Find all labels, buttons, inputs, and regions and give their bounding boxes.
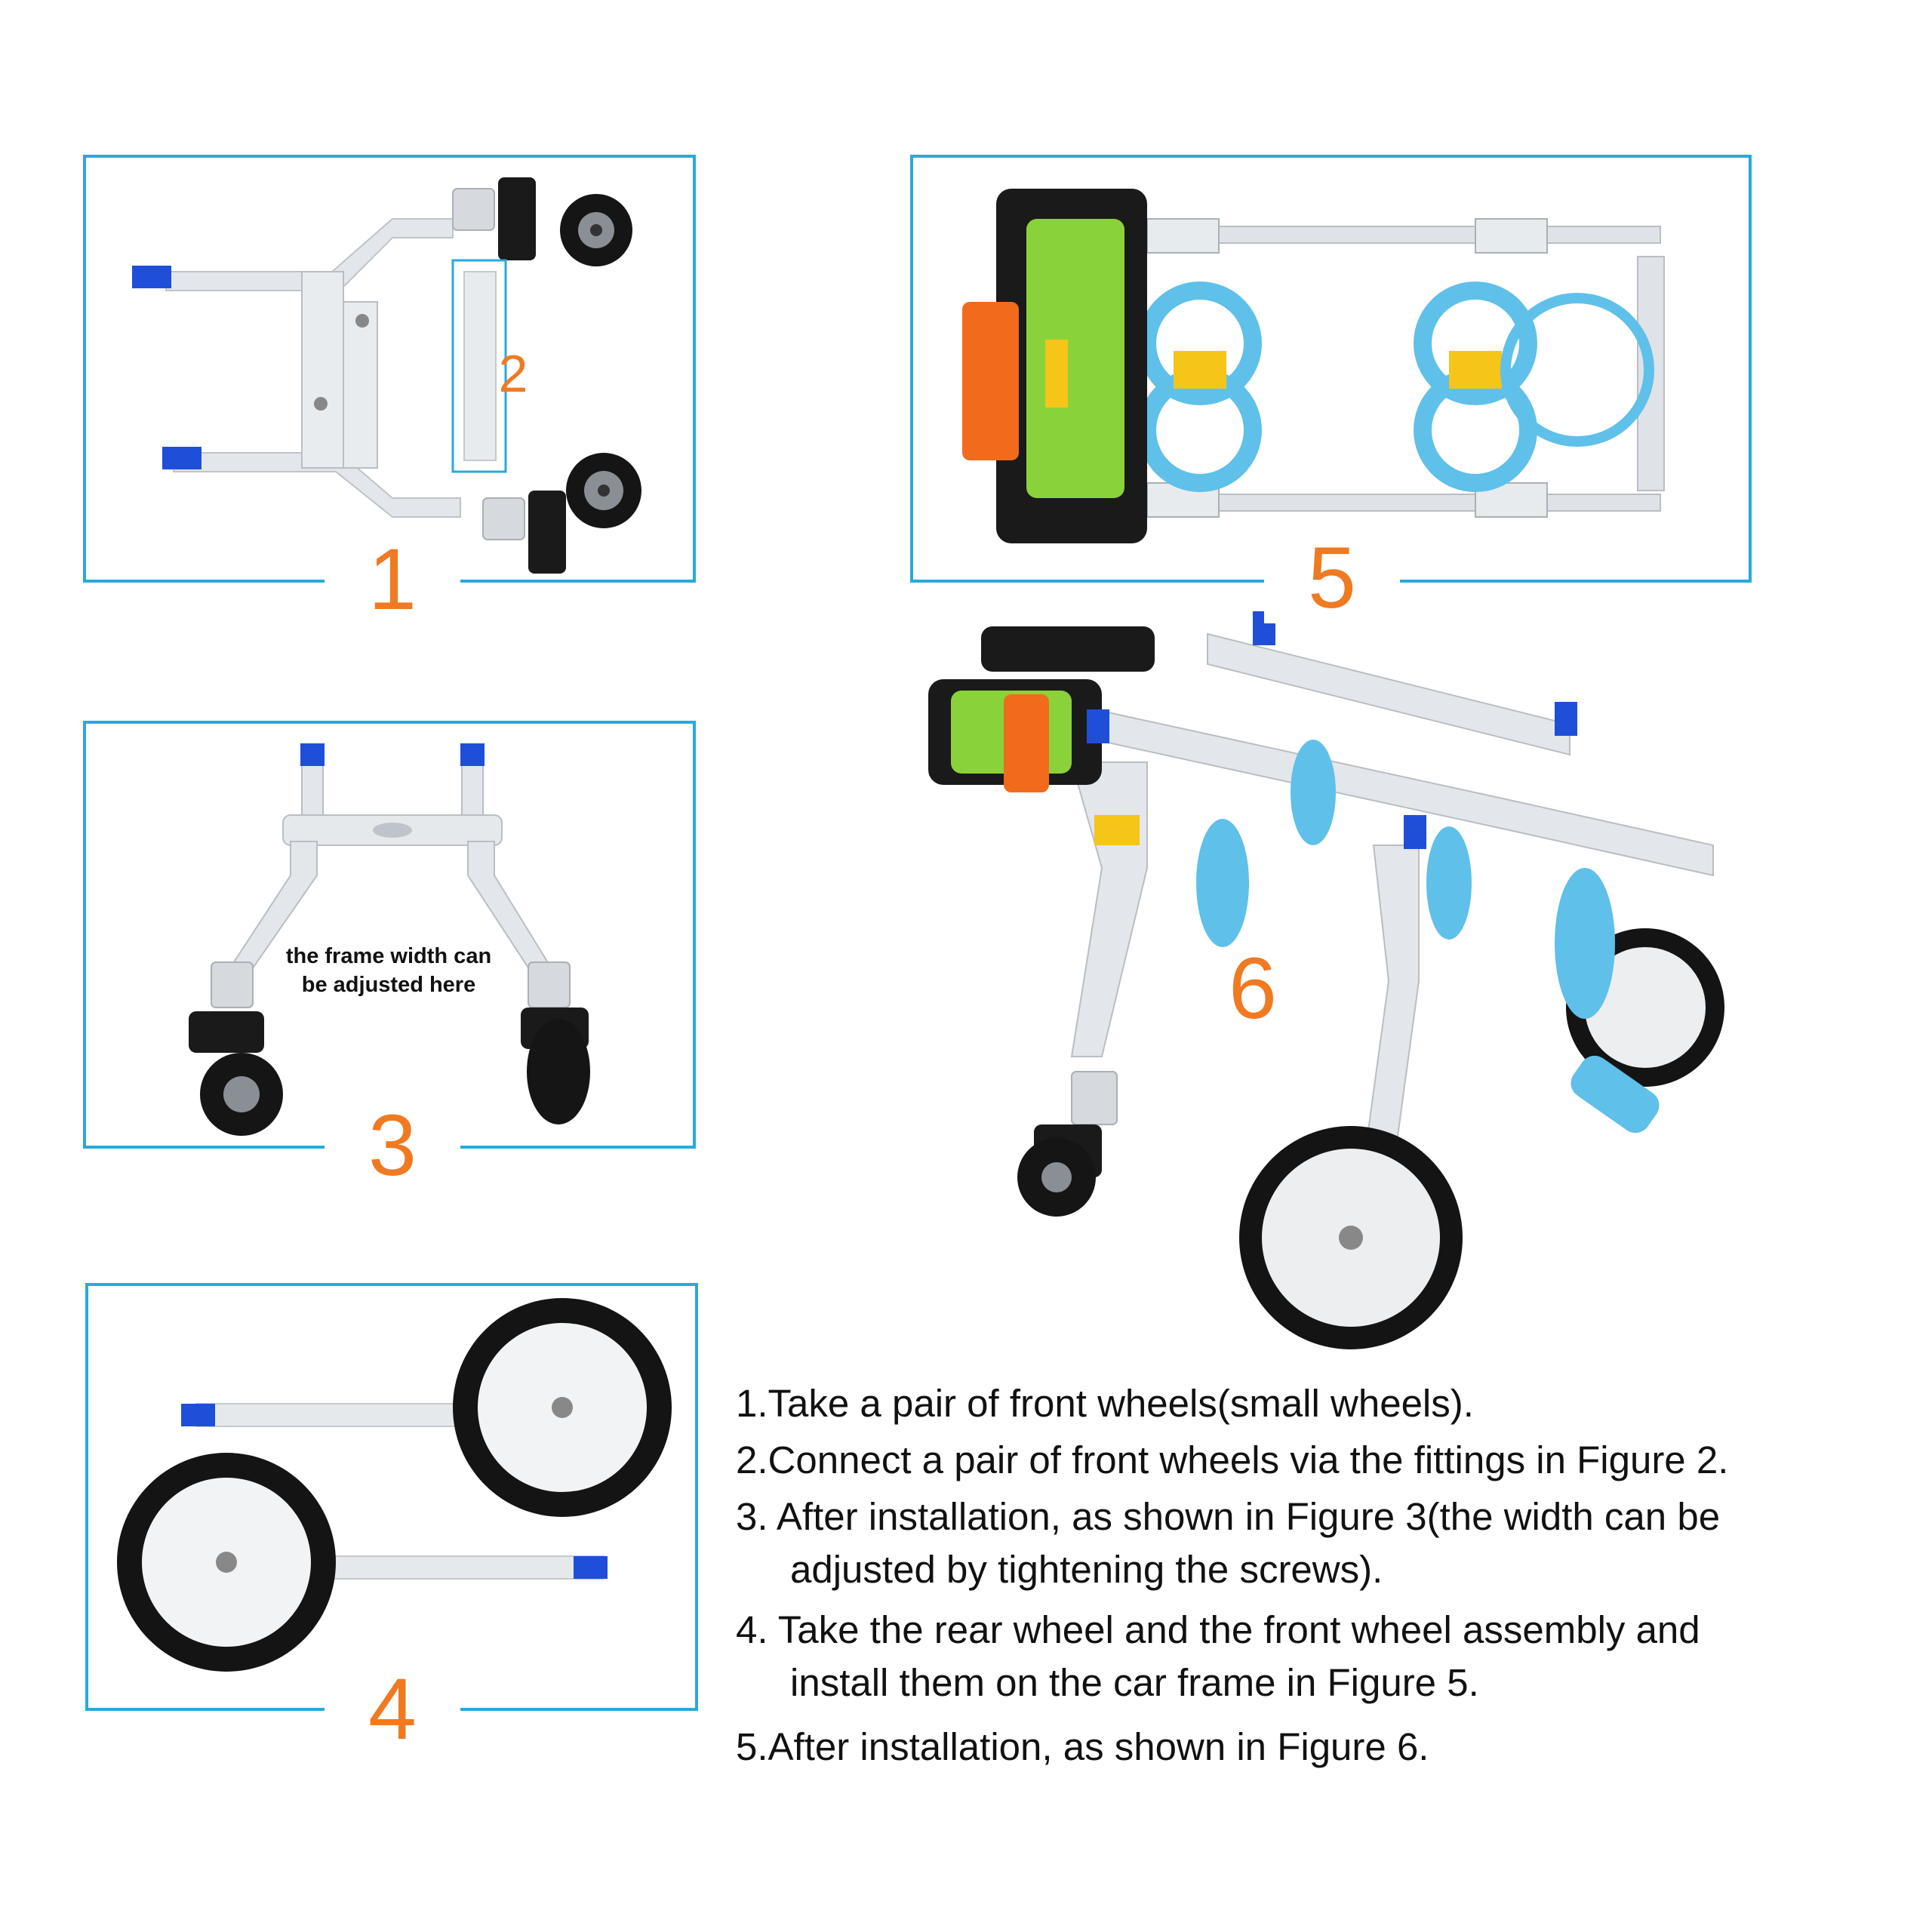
figure-3-illustration xyxy=(189,743,590,1136)
frame-width-caption-line2: be adjusted here xyxy=(301,973,476,997)
instruction-4-line2: install them on the car frame in Figure … xyxy=(790,1661,1479,1704)
instruction-1-line1: 1.Take a pair of front wheels(small whee… xyxy=(736,1382,1474,1425)
figure-3-number: 3 xyxy=(325,1100,460,1191)
caster-fork xyxy=(498,177,536,260)
instruction-3-line2: adjusted by tightening the screws). xyxy=(790,1548,1383,1591)
figure-5-illustration xyxy=(962,189,1665,543)
frame-width-caption-line1: the frame width can xyxy=(285,944,492,968)
figure-1-illustration xyxy=(132,177,641,574)
instruction-3-line1: 3. After installation, as shown in Figur… xyxy=(736,1495,1721,1538)
instruction-2-line1: 2.Connect a pair of front wheels via the… xyxy=(736,1438,1729,1481)
instruction-4: 4. Take the rear wheel and the front whe… xyxy=(736,1604,1913,1709)
instruction-4-line1: 4. Take the rear wheel and the front whe… xyxy=(736,1608,1700,1651)
figure-4-number: 4 xyxy=(325,1664,460,1755)
instruction-2: 2.Connect a pair of front wheels via the… xyxy=(736,1434,1913,1487)
figure-4-illustration xyxy=(117,1298,672,1672)
figure-6-number: 6 xyxy=(1229,940,1277,1037)
figure-5-number: 5 xyxy=(1264,533,1400,623)
frame-width-caption: the frame width can be adjusted here xyxy=(249,942,528,999)
instruction-3: 3. After installation, as shown in Figur… xyxy=(736,1491,1913,1596)
figure-1-number: 1 xyxy=(325,534,460,625)
instruction-5: 5.After installation, as shown in Figure… xyxy=(736,1721,1913,1774)
instruction-5-line1: 5.After installation, as shown in Figure… xyxy=(736,1725,1429,1768)
figure-6-illustration xyxy=(928,611,1724,1349)
blue-cap xyxy=(132,266,171,288)
blue-cap xyxy=(162,447,202,469)
figure-2-number: 2 xyxy=(498,344,528,403)
fitting-bar xyxy=(463,271,497,461)
instruction-1: 1.Take a pair of front wheels(small whee… xyxy=(736,1377,1913,1430)
